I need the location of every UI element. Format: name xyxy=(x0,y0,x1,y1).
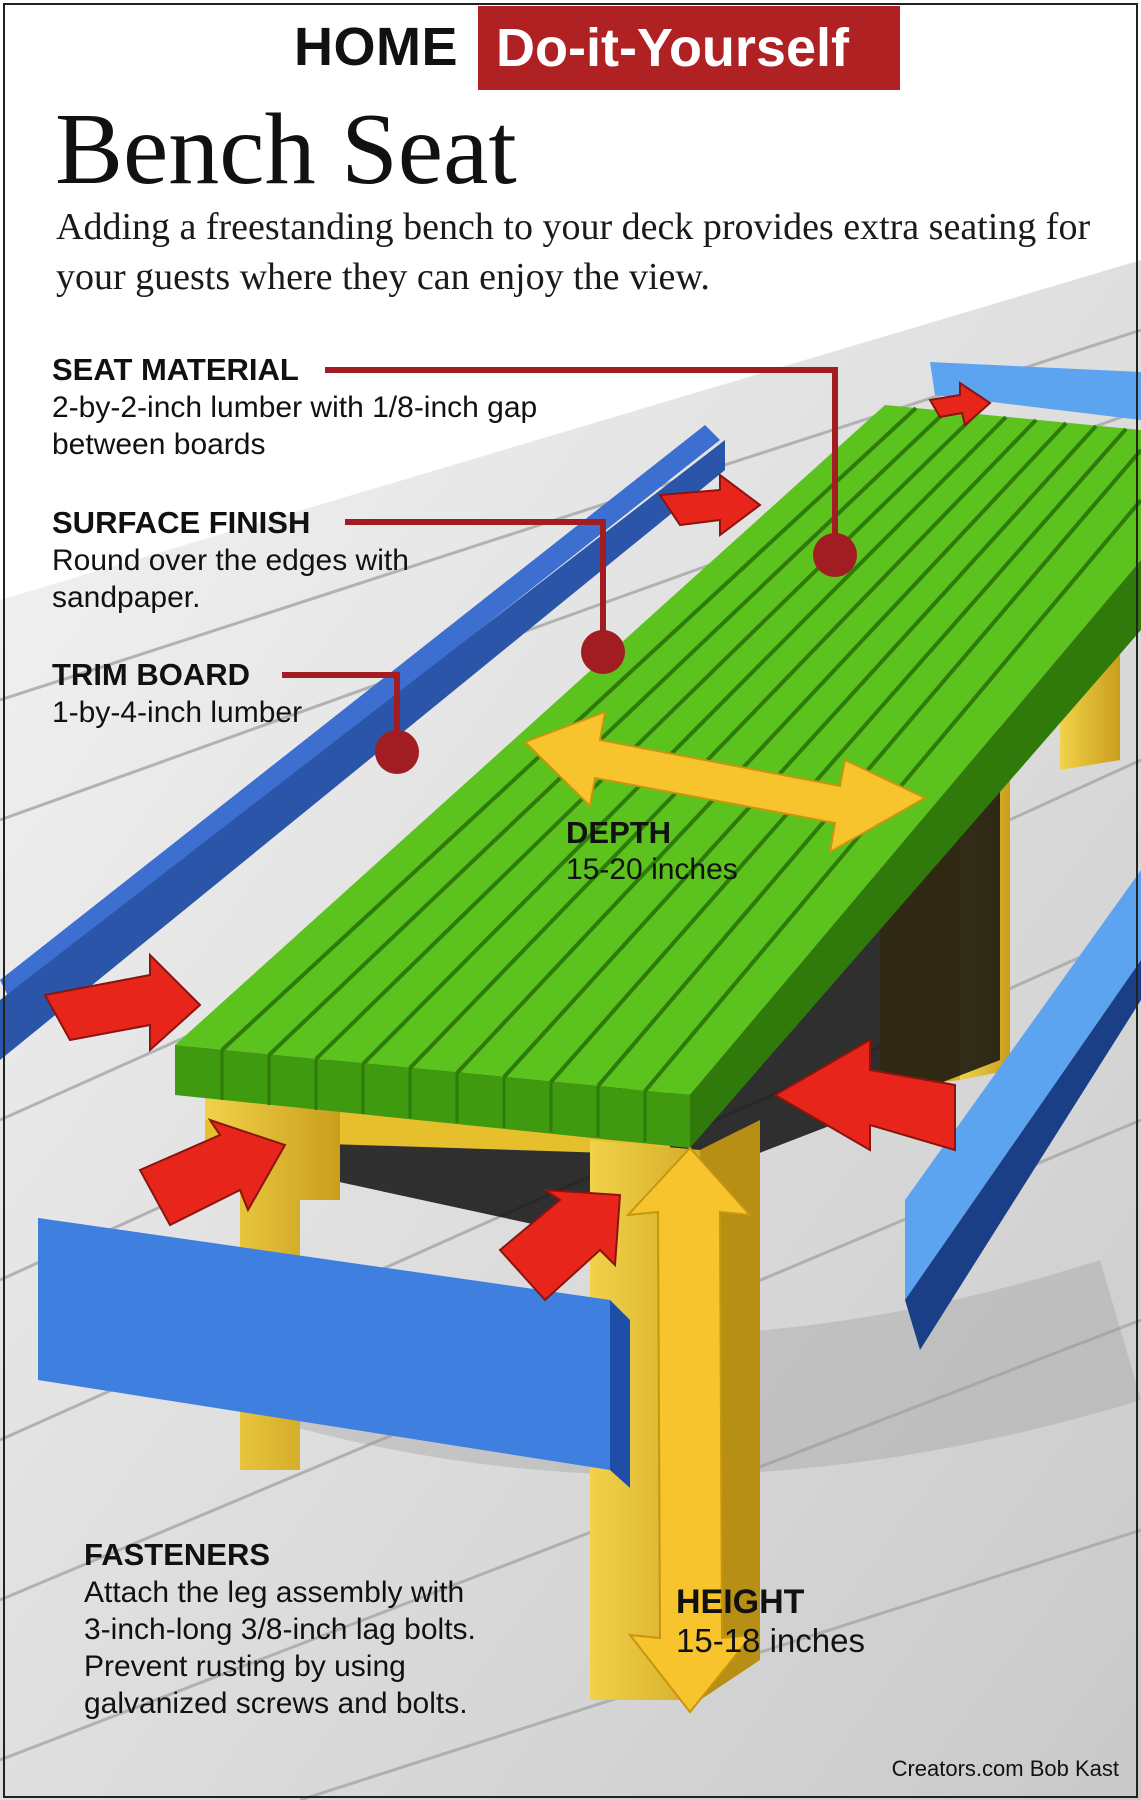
surface-finish-heading: SURFACE FINISH xyxy=(52,505,311,540)
seat-top xyxy=(175,405,1141,1148)
right-trim-board xyxy=(905,870,1141,1350)
intro-text: Adding a freestanding bench to your deck… xyxy=(56,206,1091,298)
seat-material-line-1: 2-by-2-inch lumber with 1/8-inch gap xyxy=(52,391,538,424)
arrow-back-left xyxy=(43,952,202,1053)
assembly-arrows xyxy=(43,381,992,1302)
arrow-back-mid xyxy=(658,473,762,537)
page-title: Bench Seat xyxy=(55,93,517,206)
fasteners-line-4: galvanized screws and bolts. xyxy=(84,1687,468,1720)
leader-surface-finish xyxy=(345,519,606,650)
back-trim-board xyxy=(0,362,1141,1060)
front-trim-board xyxy=(38,1218,630,1488)
height-value: 15-18 inches xyxy=(676,1622,865,1659)
depth-heading: DEPTH xyxy=(566,815,672,850)
fasteners-line-1: Attach the leg assembly with xyxy=(84,1576,465,1609)
trim-board-heading: TRIM BOARD xyxy=(52,657,251,692)
arrow-front-right xyxy=(498,1188,622,1302)
seat-material-heading: SEAT MATERIAL xyxy=(52,352,299,387)
fasteners-heading: FASTENERS xyxy=(84,1537,271,1572)
seat-material-line-2: between boards xyxy=(52,428,266,461)
depth-value: 15-20 inches xyxy=(566,853,738,886)
leader-trim-board xyxy=(282,672,400,745)
fasteners-line-3: Prevent rusting by using xyxy=(84,1650,406,1683)
category-banner: Do-it-Yourself xyxy=(478,6,900,90)
depth-dimension-arrow xyxy=(523,710,928,854)
credit-line: Creators.com Bob Kast xyxy=(891,1756,1119,1781)
leader-seat-material xyxy=(325,367,838,555)
height-heading: HEIGHT xyxy=(676,1583,805,1621)
arrow-right-side xyxy=(773,1038,956,1152)
height-dimension-arrow xyxy=(625,1146,755,1714)
surface-finish-line-2: sandpaper. xyxy=(52,581,201,614)
arrow-front-left xyxy=(138,1118,287,1227)
pin-surface-finish xyxy=(581,630,625,674)
pin-trim-board xyxy=(375,730,419,774)
callout-leaders xyxy=(282,367,838,745)
pin-seat-material xyxy=(813,533,857,577)
surface-finish-line-1: Round over the edges with xyxy=(52,544,409,577)
trim-board-line-1: 1-by-4-inch lumber xyxy=(52,696,303,729)
fasteners-line-2: 3-inch-long 3/8-inch lag bolts. xyxy=(84,1613,476,1646)
arrow-back-right xyxy=(928,381,992,427)
section-label: HOME xyxy=(294,17,458,77)
